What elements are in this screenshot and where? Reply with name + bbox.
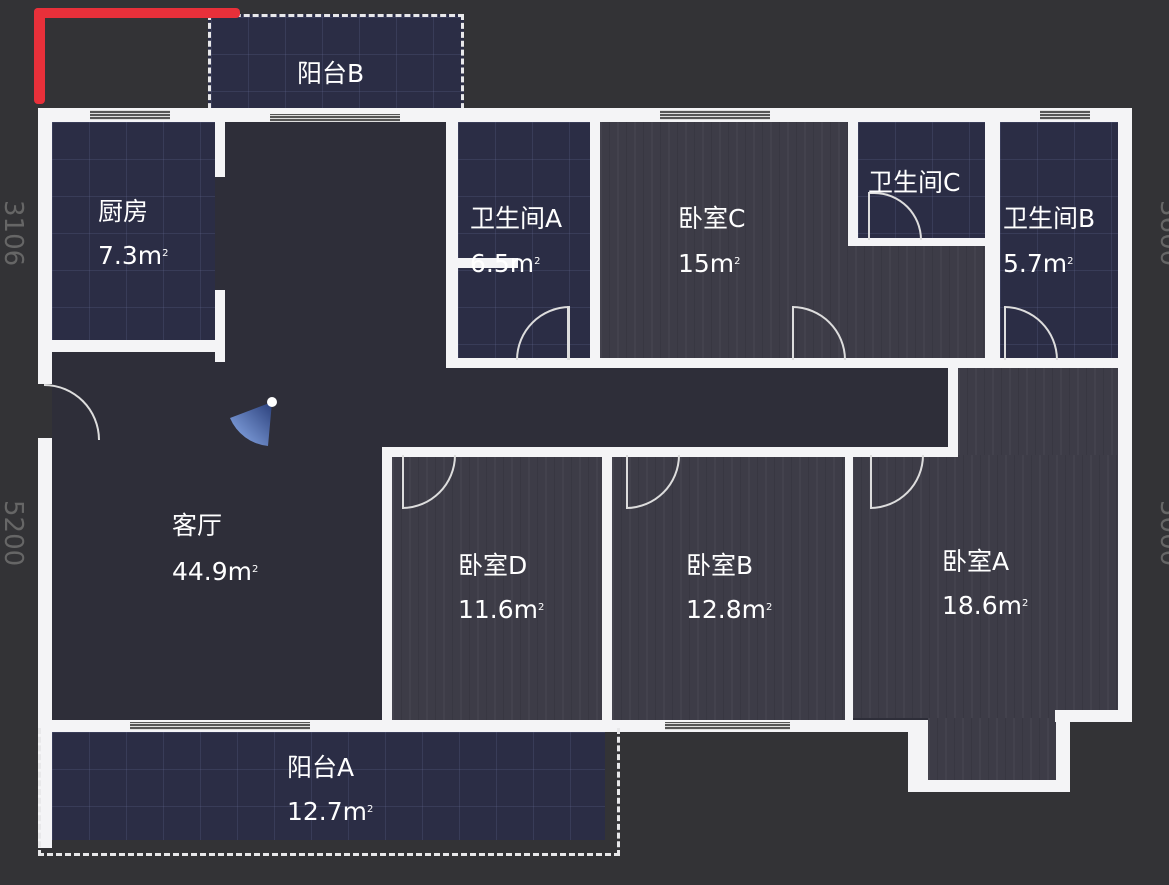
camera-view-cone-icon [230, 397, 277, 446]
dimension-left-top: 3106 [0, 200, 28, 267]
room-area: 11.6m2 [458, 595, 545, 624]
dimension-right-top: 3600 [1154, 200, 1169, 267]
balcony-a [52, 732, 605, 840]
highlight-mark [34, 8, 240, 18]
wall [38, 438, 52, 848]
wall [1118, 108, 1132, 722]
room-area: 5.7m2 [1003, 249, 1074, 278]
wall [908, 780, 1070, 792]
window [665, 722, 790, 730]
wall [382, 447, 392, 732]
wall [52, 340, 225, 352]
room-area: 7.3m2 [98, 241, 169, 270]
wall [38, 108, 52, 384]
wall [985, 122, 1000, 368]
bedroom-a-bay [928, 718, 1056, 780]
wall [38, 108, 1132, 122]
wall [446, 358, 1118, 368]
room-name: 卫生间B [1003, 204, 1096, 233]
dimension-left-bottom: 5200 [0, 500, 28, 567]
balcony-b [208, 14, 464, 118]
wall [382, 447, 958, 457]
wall [215, 122, 225, 177]
room-area: 15m2 [678, 249, 741, 278]
bedroom-d [392, 455, 602, 722]
room-name: 厨房 [98, 197, 149, 226]
wall [908, 720, 928, 792]
room-area: 44.9m2 [172, 557, 259, 586]
wall [1056, 720, 1070, 792]
wall [446, 108, 458, 368]
window [130, 722, 310, 730]
room-area: 18.6m2 [942, 591, 1029, 620]
window [660, 110, 770, 120]
wall [845, 447, 853, 732]
room-name: 客厅 [172, 511, 223, 540]
room-name: 卧室D [458, 551, 528, 580]
wall [1055, 710, 1132, 722]
wall [848, 238, 985, 246]
window [1040, 110, 1090, 120]
room-area: 12.7m2 [287, 797, 374, 826]
wall [948, 358, 958, 455]
room-area: 12.8m2 [686, 595, 773, 624]
room-name: 卧室C [678, 204, 746, 233]
room-name: 阳台A [287, 753, 355, 782]
room-area: 6.5m2 [470, 249, 541, 278]
balcony-a-outline [38, 728, 620, 856]
room-name: 卫生间C [868, 168, 961, 197]
room-name: 卫生间A [470, 204, 563, 233]
wall [590, 122, 600, 368]
room-name: 卧室A [942, 547, 1010, 576]
wall [848, 122, 858, 246]
room-name: 卧室B [686, 551, 754, 580]
wall [602, 447, 612, 732]
window [270, 114, 400, 122]
wall [458, 258, 518, 268]
room-name: 阳台B [297, 59, 365, 88]
highlight-mark [34, 8, 45, 104]
window [90, 110, 170, 120]
bathroom-a [458, 122, 590, 358]
kitchen [52, 122, 215, 342]
wall [215, 290, 225, 362]
dimension-right-bottom: 5000 [1154, 500, 1169, 567]
